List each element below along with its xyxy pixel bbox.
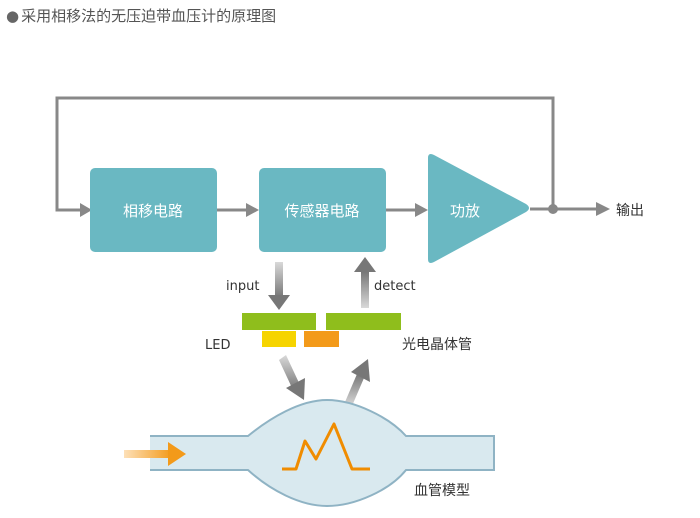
detect-arrow-shaft bbox=[361, 272, 369, 308]
output-arrow-head bbox=[596, 202, 610, 216]
arrow-head-phase-to-sensor bbox=[246, 203, 259, 217]
diagram-title: ●采用相移法的无压迫带血压计的原理图 bbox=[6, 5, 276, 26]
amplifier-block bbox=[428, 154, 529, 263]
arrow-into-phase-shift bbox=[80, 203, 92, 217]
phase-shift-label: 相移电路 bbox=[123, 202, 183, 220]
junction-dot bbox=[548, 204, 558, 214]
phototransistor-board bbox=[326, 313, 401, 330]
input-arrow-shaft bbox=[275, 262, 283, 297]
feedback-loop-line bbox=[55, 96, 555, 212]
output-label: 输出 bbox=[616, 203, 644, 219]
led-label: LED bbox=[205, 338, 230, 353]
detect-label: detect bbox=[374, 279, 416, 294]
light-emit-arrow bbox=[279, 355, 305, 400]
vessel-model bbox=[147, 398, 495, 508]
amplifier-label: 功放 bbox=[450, 202, 480, 220]
led-chip bbox=[262, 331, 296, 347]
input-label: input bbox=[226, 279, 259, 294]
detect-arrow-head bbox=[354, 257, 376, 272]
title-text: 采用相移法的无压迫带血压计的原理图 bbox=[21, 7, 277, 25]
input-arrow-head bbox=[268, 295, 290, 310]
led-board bbox=[242, 313, 316, 330]
arrow-head-sensor-to-amp bbox=[415, 203, 428, 217]
bullet-icon: ● bbox=[6, 7, 20, 25]
phase-shift-block bbox=[90, 168, 217, 252]
flow-arrow bbox=[124, 442, 186, 466]
sensor-label: 传感器电路 bbox=[284, 202, 359, 220]
pulse-waveform bbox=[282, 422, 370, 471]
light-detect-arrow bbox=[345, 359, 370, 406]
sensor-block bbox=[259, 168, 386, 252]
phototransistor-label: 光电晶体管 bbox=[402, 337, 472, 353]
phototransistor-chip bbox=[304, 331, 339, 347]
vessel-label: 血管模型 bbox=[414, 483, 470, 499]
